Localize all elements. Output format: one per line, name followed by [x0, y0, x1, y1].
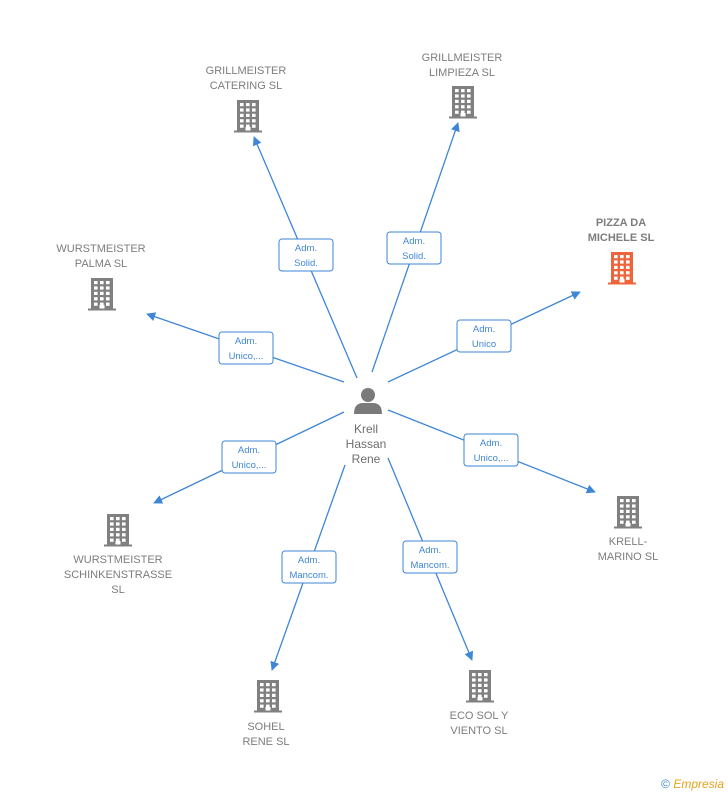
- relation-text: Mancom.: [410, 560, 449, 571]
- brand-logo: Empresia: [673, 777, 724, 791]
- person-name: Rene: [352, 452, 381, 466]
- company-node-eco-sol-y-viento[interactable]: ECO SOL Y VIENTO SL: [450, 670, 509, 737]
- company-name: CATERING SL: [210, 80, 283, 92]
- relation-text: Adm.: [298, 555, 320, 566]
- company-node-wurstmeister-schinkenstrasse[interactable]: WURSTMEISTER SCHINKENSTRASSE SL: [64, 514, 172, 596]
- company-name: PALMA SL: [75, 258, 127, 270]
- company-name: MARINO SL: [598, 551, 659, 563]
- company-name: KRELL-: [609, 536, 648, 548]
- relation-box-krell-marino[interactable]: Adm. Unico,...: [463, 433, 519, 467]
- person-name: Krell: [354, 422, 378, 436]
- person-name: Hassan: [346, 437, 387, 451]
- company-name: VIENTO SL: [450, 725, 507, 737]
- person-icon: [354, 388, 382, 414]
- relation-text: Solid.: [294, 258, 318, 269]
- company-name: LIMPIEZA SL: [429, 67, 495, 79]
- company-name: MICHELE SL: [588, 232, 655, 244]
- nodes-layer: GRILLMEISTER CATERING SL GRILLMEISTER LIMPI…: [56, 52, 658, 748]
- company-node-wurstmeister-palma[interactable]: WURSTMEISTER PALMA SL: [56, 243, 146, 311]
- company-name: GRILLMEISTER: [422, 52, 503, 64]
- relation-text: Unico,...: [474, 453, 509, 464]
- company-node-pizza-da-michele[interactable]: PIZZA DA MICHELE SL: [588, 217, 655, 285]
- building-icon: [449, 86, 477, 119]
- relation-box-grillmeister-catering[interactable]: Adm. Solid.: [278, 238, 334, 272]
- building-icon: [608, 252, 636, 285]
- relation-box-wurstmeister-palma[interactable]: Adm. Unico,...: [218, 331, 274, 365]
- relation-text: Unico: [472, 339, 496, 350]
- relation-box-eco-sol-y-viento[interactable]: Adm. Mancom.: [402, 540, 458, 574]
- relation-box-sohel-rene[interactable]: Adm. Mancom.: [281, 550, 337, 584]
- relation-text: Adm.: [419, 545, 441, 556]
- relation-text: Solid.: [402, 251, 426, 262]
- footer-brand: © Empresia: [661, 777, 724, 791]
- relation-text: Adm.: [473, 324, 495, 335]
- building-icon: [254, 680, 282, 713]
- building-icon: [104, 514, 132, 547]
- relation-box-wurstmeister-schinkenstrasse[interactable]: Adm. Unico,...: [221, 440, 277, 474]
- relations-layer: Adm.Solid.Adm.Solid.Adm.UnicoAdm.Unico,.…: [218, 231, 519, 584]
- company-node-krell-marino[interactable]: KRELL- MARINO SL: [598, 496, 659, 563]
- relation-text: Adm.: [295, 243, 317, 254]
- company-name: SOHEL: [247, 721, 284, 733]
- company-name: WURSTMEISTER: [73, 554, 162, 566]
- relation-text: Adm.: [403, 236, 425, 247]
- relation-box-pizza-da-michele[interactable]: Adm. Unico: [456, 319, 512, 353]
- relation-text: Mancom.: [289, 570, 328, 581]
- company-node-grillmeister-limpieza[interactable]: GRILLMEISTER LIMPIEZA SL: [422, 52, 503, 119]
- relation-text: Adm.: [480, 438, 502, 449]
- building-icon: [614, 496, 642, 529]
- relation-text: Unico,...: [229, 351, 264, 362]
- company-name: WURSTMEISTER: [56, 243, 145, 255]
- company-name: SCHINKENSTRASSE: [64, 569, 172, 581]
- building-icon: [234, 100, 262, 133]
- building-icon: [466, 670, 494, 703]
- company-name: RENE SL: [242, 736, 289, 748]
- company-name: SL: [111, 584, 124, 596]
- building-icon: [88, 278, 116, 311]
- relation-box-grillmeister-limpieza[interactable]: Adm. Solid.: [386, 231, 442, 265]
- company-name: PIZZA DA: [596, 217, 646, 229]
- company-name: ECO SOL Y: [450, 710, 509, 722]
- relation-text: Unico,...: [232, 460, 267, 471]
- relation-text: Adm.: [238, 445, 260, 456]
- company-node-sohel-rene[interactable]: SOHEL RENE SL: [242, 680, 290, 748]
- company-name: GRILLMEISTER: [206, 65, 287, 77]
- relation-text: Adm.: [235, 336, 257, 347]
- company-node-grillmeister-catering[interactable]: GRILLMEISTER CATERING SL: [206, 65, 287, 133]
- copyright-symbol: ©: [661, 777, 670, 791]
